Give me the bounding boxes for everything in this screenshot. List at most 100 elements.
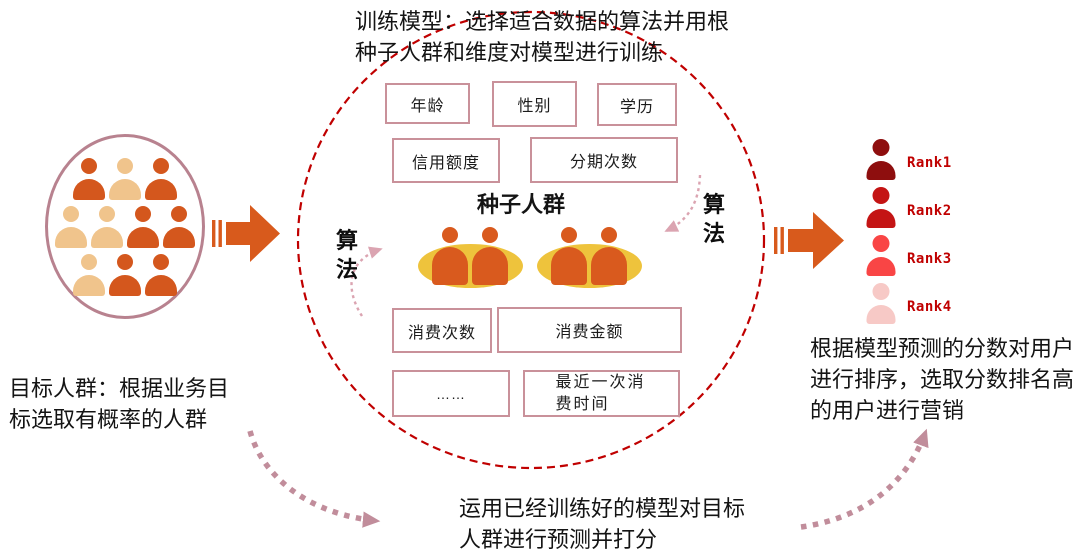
person-icon xyxy=(551,227,587,285)
person-torso xyxy=(866,209,896,228)
rank-row: Rank2 xyxy=(866,187,952,228)
seed-group-title: 种子人群 xyxy=(477,192,566,217)
algorithm-label-right: 算法 xyxy=(703,192,726,246)
rank-row: Rank3 xyxy=(866,235,952,276)
person-torso xyxy=(145,178,177,200)
dimension-label: 最近一次消费时间 xyxy=(555,373,646,413)
arrow-speed-bar xyxy=(780,227,784,254)
person-torso xyxy=(73,178,105,200)
person-torso xyxy=(866,257,896,276)
person-head xyxy=(153,253,169,270)
dimension-box-gender: 性别 xyxy=(492,81,577,127)
person-torso xyxy=(472,247,508,285)
person-head xyxy=(117,253,133,270)
person-head xyxy=(442,227,458,243)
person-icon xyxy=(432,227,468,285)
arrow-speed-bar xyxy=(774,227,778,254)
target-group-caption: 目标人群：根据业务目 标选取有概率的人群 xyxy=(9,376,230,432)
person-icon xyxy=(144,253,178,296)
dimension-label: 分期次数 xyxy=(569,154,638,171)
flow-arrow-model-to-ranking xyxy=(774,212,844,269)
dimension-box-installments: 分期次数 xyxy=(530,137,678,183)
dimension-box-purchase-amount: 消费金额 xyxy=(497,307,682,353)
person-head xyxy=(561,227,577,243)
person-head xyxy=(601,227,617,243)
rank-label: Rank1 xyxy=(907,155,952,171)
person-icon xyxy=(144,157,178,200)
rank-row: Rank1 xyxy=(866,139,952,180)
person-icon xyxy=(162,205,196,248)
person-torso xyxy=(73,274,105,296)
person-head xyxy=(81,157,97,174)
dimension-label: 信用额度 xyxy=(411,154,480,172)
person-torso xyxy=(551,247,587,285)
prediction-caption: 运用已经训练好的模型对目标 人群进行预测并打分 xyxy=(459,496,746,552)
person-head xyxy=(872,187,890,204)
rank-label: Rank2 xyxy=(907,203,952,219)
dimension-box-education: 学历 xyxy=(597,83,677,126)
predict-arrow-right xyxy=(800,428,929,530)
person-head xyxy=(872,283,890,300)
person-icon xyxy=(72,253,106,296)
dimension-box-purchase-count: 消费次数 xyxy=(392,308,492,353)
person-torso xyxy=(432,247,468,285)
person-head xyxy=(171,205,187,222)
person-torso xyxy=(109,274,141,296)
person-icon xyxy=(472,227,508,285)
person-torso xyxy=(163,226,195,248)
person-head xyxy=(872,139,890,156)
target-group-ellipse xyxy=(45,134,205,319)
person-icon xyxy=(72,157,106,200)
person-icon xyxy=(866,235,896,276)
arrow-speed-bar xyxy=(212,220,216,247)
person-icon xyxy=(108,157,142,200)
dimension-label: …… xyxy=(436,385,466,402)
person-icon xyxy=(866,187,896,228)
person-icon xyxy=(866,139,896,180)
person-torso xyxy=(109,178,141,200)
dimension-box-more: …… xyxy=(392,370,510,417)
person-head xyxy=(153,157,169,174)
rank-label: Rank4 xyxy=(907,299,952,315)
arrow-speed-bar xyxy=(218,220,222,247)
person-torso xyxy=(866,161,896,180)
dimension-label: 性别 xyxy=(517,98,552,115)
person-head xyxy=(135,205,151,222)
person-icon xyxy=(54,205,88,248)
person-icon xyxy=(866,283,896,324)
algorithm-label-left: 算法 xyxy=(336,228,359,282)
ranking-caption: 根据模型预测的分数对用户 进行排序，选取分数排名高 的用户进行营销 xyxy=(810,336,1075,423)
dimension-box-age: 年龄 xyxy=(385,83,470,124)
person-icon xyxy=(591,227,627,285)
flow-arrow-target-to-model xyxy=(212,205,280,262)
people-row xyxy=(72,253,178,296)
person-icon xyxy=(126,205,160,248)
person-torso xyxy=(591,247,627,285)
person-head xyxy=(81,253,97,270)
person-head xyxy=(117,157,133,174)
block-arrow-right-icon xyxy=(788,212,844,269)
seed-group-1 xyxy=(418,224,523,288)
algorithm-arrow-right xyxy=(664,174,702,233)
person-head xyxy=(482,227,498,243)
person-torso xyxy=(866,305,896,324)
person-head xyxy=(872,235,890,252)
person-torso xyxy=(55,226,87,248)
dimension-box-last-purchase-time: 最近一次消费时间 xyxy=(523,370,680,417)
person-torso xyxy=(127,226,159,248)
person-torso xyxy=(145,274,177,296)
person-head xyxy=(99,205,115,222)
dimension-label: 学历 xyxy=(619,98,654,116)
people-row xyxy=(72,157,178,200)
rank-row: Rank4 xyxy=(866,283,952,324)
training-title: 训练模型：选择适合数据的算法并用根 种子人群和维度对模型进行训练 xyxy=(355,9,730,65)
dimension-label: 消费次数 xyxy=(407,324,476,342)
dimension-label: 消费金额 xyxy=(555,324,624,341)
block-arrow-right-icon xyxy=(226,205,280,262)
dimension-label: 年龄 xyxy=(410,97,445,115)
predict-arrow-left xyxy=(247,430,381,528)
rank-label: Rank3 xyxy=(907,251,952,267)
person-torso xyxy=(91,226,123,248)
seed-group-2 xyxy=(537,224,643,288)
